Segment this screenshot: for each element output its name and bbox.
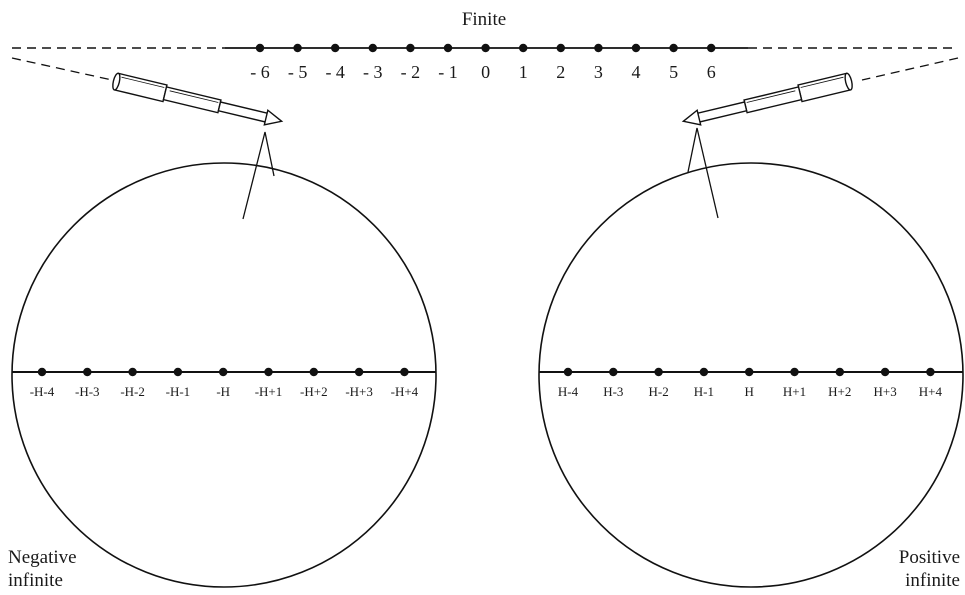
- finite-tick-label: 3: [594, 62, 603, 82]
- left-telescope: [12, 58, 284, 219]
- negative-tick-point: [219, 368, 227, 376]
- finite-tick-point: [707, 44, 715, 52]
- finite-tick-label: - 5: [288, 62, 308, 82]
- finite-tick-label: 4: [632, 62, 641, 82]
- positive-tick-label: H-3: [603, 384, 623, 399]
- finite-number-line: - 6 - 5 - 4 - 3 - 2 - 1 0 1 2 3 4 5 6: [12, 44, 958, 82]
- negative-infinite-view: -H-4 -H-3 -H-2 -H-1 -H -H+1 -H+2 -H+3 -H+4: [12, 163, 436, 587]
- right-sightline: [862, 58, 958, 80]
- negative-caption-line2: infinite: [8, 570, 63, 591]
- finite-tick-label: - 2: [401, 62, 421, 82]
- negative-caption-line1: Negative: [8, 547, 77, 568]
- finite-tick-label: 1: [519, 62, 528, 82]
- positive-tick-label: H+3: [873, 384, 896, 399]
- left-magnifier-callout: [243, 132, 274, 219]
- positive-infinite-view: H-4 H-3 H-2 H-1 H H+1 H+2 H+3 H+4: [539, 163, 963, 587]
- finite-tick-point: [331, 44, 339, 52]
- negative-tick-label: -H+4: [391, 384, 419, 399]
- negative-tick-point: [38, 368, 46, 376]
- negative-tick-point: [310, 368, 318, 376]
- finite-tick-point: [481, 44, 489, 52]
- finite-tick-point: [369, 44, 377, 52]
- finite-tick-label: 6: [707, 62, 716, 82]
- negative-tick-label: -H-2: [120, 384, 145, 399]
- negative-tick-label: -H+2: [300, 384, 328, 399]
- finite-tick-label: 0: [481, 62, 490, 82]
- right-telescope: [681, 58, 958, 218]
- finite-tick-point: [293, 44, 301, 52]
- positive-tick-label: H+1: [783, 384, 806, 399]
- positive-caption-line1: Positive: [899, 547, 960, 568]
- negative-tick-label: -H: [216, 384, 230, 399]
- positive-tick-label: H-1: [694, 384, 714, 399]
- positive-tick-label: H-2: [648, 384, 668, 399]
- negative-tick-point: [400, 368, 408, 376]
- finite-tick-label: - 1: [438, 62, 458, 82]
- negative-tick-label: -H-4: [30, 384, 55, 399]
- finite-tick-point: [669, 44, 677, 52]
- finite-tick-label: - 4: [325, 62, 345, 82]
- positive-tick-point: [745, 368, 753, 376]
- title-finite: Finite: [462, 9, 506, 30]
- negative-tick-point: [128, 368, 136, 376]
- negative-tick-label: -H+1: [255, 384, 283, 399]
- negative-tick-point: [83, 368, 91, 376]
- negative-tick-point: [355, 368, 363, 376]
- positive-tick-point: [881, 368, 889, 376]
- positive-tick-point: [700, 368, 708, 376]
- positive-tick-label: H+4: [919, 384, 943, 399]
- finite-tick-label: - 6: [250, 62, 270, 82]
- positive-tick-label: H: [745, 384, 754, 399]
- finite-tick-point: [632, 44, 640, 52]
- right-magnifier-callout: [688, 128, 718, 218]
- finite-tick-label: 5: [669, 62, 678, 82]
- finite-tick-label: 2: [556, 62, 565, 82]
- negative-tick-point: [174, 368, 182, 376]
- negative-tick-label: -H-1: [166, 384, 191, 399]
- positive-tick-point: [654, 368, 662, 376]
- finite-ticks: - 6 - 5 - 4 - 3 - 2 - 1 0 1 2 3 4 5 6: [250, 44, 715, 82]
- positive-tick-point: [790, 368, 798, 376]
- positive-tick-point: [926, 368, 934, 376]
- finite-tick-point: [444, 44, 452, 52]
- finite-tick-label: - 3: [363, 62, 383, 82]
- positive-tick-label: H+2: [828, 384, 851, 399]
- left-sightline: [12, 58, 112, 80]
- negative-tick-point: [264, 368, 272, 376]
- positive-tick-label: H-4: [558, 384, 579, 399]
- positive-tick-point: [836, 368, 844, 376]
- negative-tick-label: -H-3: [75, 384, 100, 399]
- positive-tick-point: [609, 368, 617, 376]
- finite-tick-point: [557, 44, 565, 52]
- positive-tick-point: [564, 368, 572, 376]
- finite-tick-point: [519, 44, 527, 52]
- negative-tick-label: -H+3: [345, 384, 373, 399]
- finite-tick-point: [406, 44, 414, 52]
- finite-tick-point: [256, 44, 264, 52]
- negative-ticks: -H-4 -H-3 -H-2 -H-1 -H -H+1 -H+2 -H+3 -H+4: [30, 368, 419, 399]
- finite-tick-point: [594, 44, 602, 52]
- positive-ticks: H-4 H-3 H-2 H-1 H H+1 H+2 H+3 H+4: [558, 368, 943, 399]
- positive-caption-line2: infinite: [905, 570, 960, 591]
